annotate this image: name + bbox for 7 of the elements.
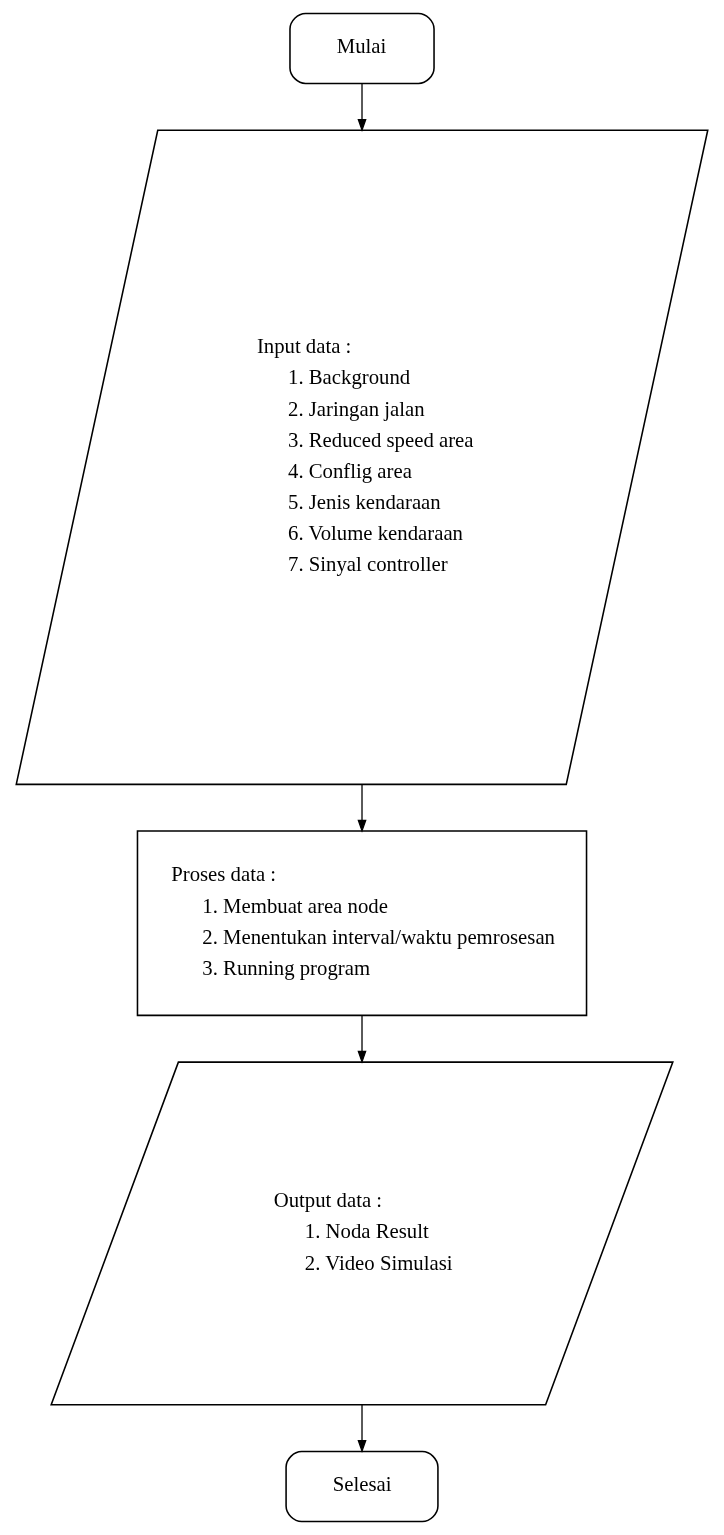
node-box: Mulai [289,12,435,85]
arrow [357,1014,367,1064]
arrow [357,784,367,833]
arrow [357,83,367,133]
node-box: Selesai [285,1450,439,1523]
arrow [357,1404,367,1454]
node-box: Proses data : 1. Membuat area node 2. Menentukan interval/waktu pemrosesan 3. Running program [136,830,588,1017]
